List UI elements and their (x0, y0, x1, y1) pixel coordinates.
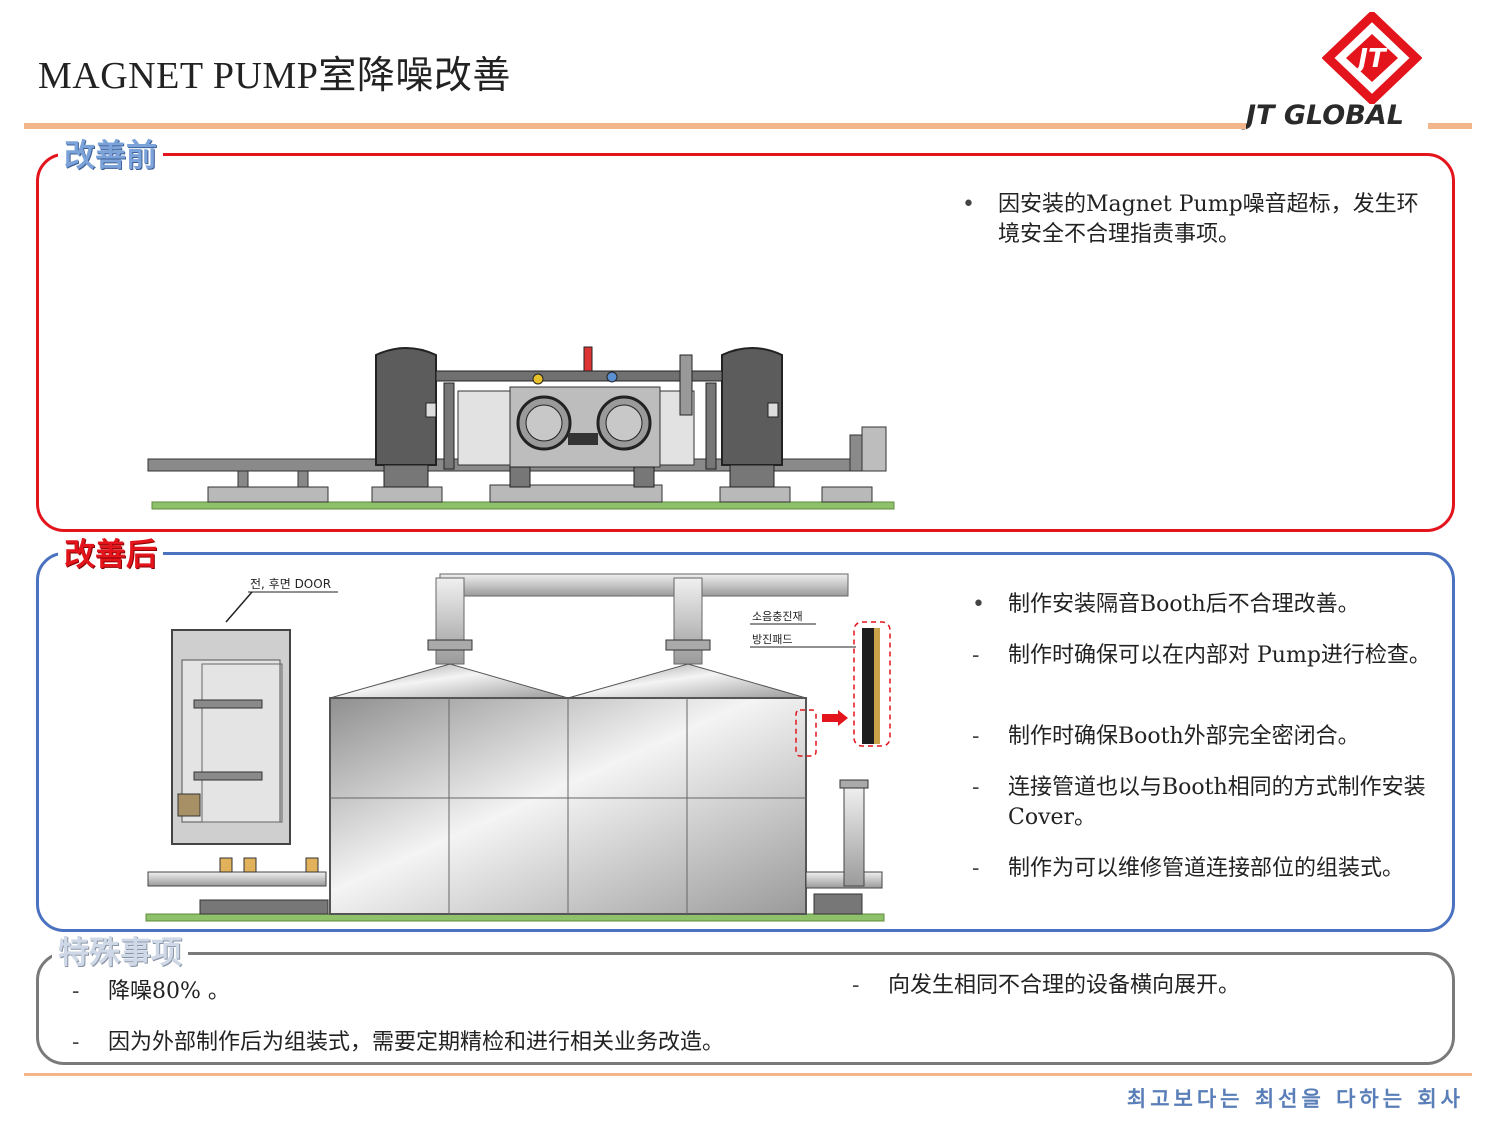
after-bullet: • 制作安装隔音Booth后不合理改善。 (972, 592, 1360, 617)
special-item: - 向发生相同不合理的设备横向展开。 (852, 973, 1241, 998)
before-panel (36, 153, 1455, 532)
special-title: 特殊事项 (52, 938, 188, 969)
page-title: MAGNET PUMP室降噪改善 (38, 55, 511, 97)
header-divider (24, 123, 1246, 129)
sound-booth-drawing: 전, 후면 DOOR 소음충진재 방진패드 (145, 573, 891, 922)
footer-divider (24, 1073, 1472, 1076)
sound-fill-label: 소음충진재 (752, 610, 803, 623)
after-panel (36, 552, 1455, 932)
special-panel (36, 952, 1455, 1065)
before-bullet: • 因安装的Magnet Pump噪音超标，发生环境安全不合理指责事项。 (962, 192, 1419, 247)
after-bullet: - 制作时确保可以在内部对 Pump进行检查。 (972, 643, 1431, 668)
logo-badge: JT (1353, 44, 1388, 74)
magnet-pump-drawing (147, 346, 895, 510)
before-title: 改善前 (58, 141, 163, 172)
after-title: 改善后 (58, 540, 163, 571)
after-bullet: - 制作时确保Booth外部完全密闭合。 (972, 724, 1360, 749)
special-item: - 因为外部制作后为组装式，需要定期精检和进行相关业务改造。 (72, 1030, 725, 1055)
company-slogan: 최고보다는 최선을 다하는 회사 (1126, 1087, 1464, 1111)
after-bullet: - 制作为可以维修管道连接部位的组装式。 (972, 856, 1405, 881)
door-label: 전, 후면 DOOR (250, 577, 331, 591)
company-logo-text: JT GLOBAL (1246, 100, 1404, 131)
vib-pad-label: 방진패드 (752, 633, 792, 646)
special-item: - 降噪80% 。 (72, 979, 230, 1004)
after-bullet: - 连接管道也以与Booth相同的方式制作安装Cover。 (972, 775, 1426, 830)
header-divider-end (1428, 123, 1472, 129)
jt-logo-icon: JT (1322, 12, 1422, 104)
